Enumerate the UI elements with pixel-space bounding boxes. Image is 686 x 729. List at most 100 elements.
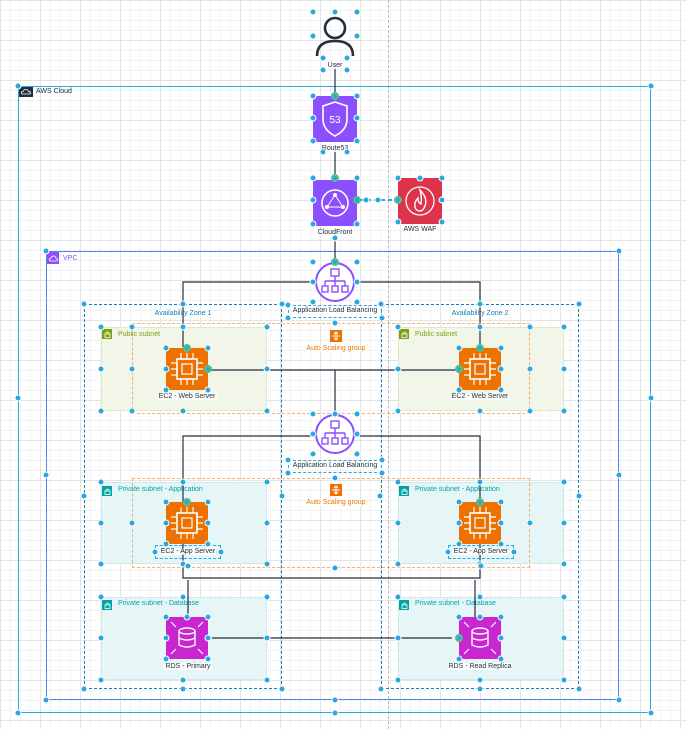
selection-handle[interactable] bbox=[374, 196, 382, 204]
selection-handle[interactable] bbox=[309, 430, 317, 438]
selection-handle[interactable] bbox=[353, 258, 361, 266]
selection-handle[interactable] bbox=[162, 613, 170, 621]
ec2-app-2-node[interactable] bbox=[459, 502, 501, 544]
selection-handle[interactable] bbox=[331, 8, 339, 16]
selection-handle[interactable] bbox=[560, 365, 568, 373]
selection-handle[interactable] bbox=[575, 492, 583, 500]
selection-handle[interactable] bbox=[560, 407, 568, 415]
selection-handle[interactable] bbox=[497, 613, 505, 621]
selection-handle[interactable] bbox=[394, 174, 402, 182]
selection-handle[interactable] bbox=[151, 548, 159, 556]
selection-handle[interactable] bbox=[353, 114, 361, 122]
selection-handle[interactable] bbox=[526, 407, 534, 415]
selection-handle[interactable] bbox=[444, 548, 452, 556]
selection-handle[interactable] bbox=[184, 562, 192, 570]
selection-handle[interactable] bbox=[331, 174, 339, 182]
selection-handle[interactable] bbox=[162, 344, 170, 352]
selection-handle[interactable] bbox=[647, 394, 655, 402]
selection-handle[interactable] bbox=[204, 519, 212, 527]
selection-handle[interactable] bbox=[476, 676, 484, 684]
selection-handle[interactable] bbox=[14, 82, 22, 90]
selection-handle[interactable] bbox=[353, 32, 361, 40]
selection-handle[interactable] bbox=[560, 560, 568, 568]
selection-handle[interactable] bbox=[476, 323, 484, 331]
selection-handle[interactable] bbox=[217, 548, 225, 556]
selection-handle[interactable] bbox=[615, 471, 623, 479]
selection-handle[interactable] bbox=[42, 471, 50, 479]
selection-handle[interactable] bbox=[331, 410, 339, 418]
selection-handle[interactable] bbox=[353, 278, 361, 286]
selection-handle[interactable] bbox=[394, 323, 402, 331]
selection-handle[interactable] bbox=[204, 613, 212, 621]
selection-handle[interactable] bbox=[331, 234, 339, 242]
selection-handle[interactable] bbox=[179, 323, 187, 331]
selection-handle[interactable] bbox=[80, 685, 88, 693]
selection-handle[interactable] bbox=[331, 709, 339, 717]
selection-handle[interactable] bbox=[560, 519, 568, 527]
selection-handle[interactable] bbox=[353, 298, 361, 306]
selection-handle[interactable] bbox=[162, 634, 170, 642]
selection-handle[interactable] bbox=[476, 593, 484, 601]
selection-handle[interactable] bbox=[309, 92, 317, 100]
user-node[interactable] bbox=[313, 12, 357, 58]
selection-handle[interactable] bbox=[179, 300, 187, 308]
selection-handle[interactable] bbox=[353, 92, 361, 100]
selection-handle[interactable] bbox=[343, 148, 351, 156]
selection-handle[interactable] bbox=[284, 301, 292, 309]
selection-handle[interactable] bbox=[497, 540, 505, 548]
selection-handle[interactable] bbox=[560, 634, 568, 642]
selection-handle[interactable] bbox=[476, 478, 484, 486]
selection-handle[interactable] bbox=[353, 430, 361, 438]
selection-handle[interactable] bbox=[128, 323, 136, 331]
selection-handle[interactable] bbox=[309, 196, 317, 204]
selection-handle[interactable] bbox=[204, 655, 212, 663]
selection-handle[interactable] bbox=[42, 696, 50, 704]
selection-handle[interactable] bbox=[183, 613, 191, 621]
selection-handle[interactable] bbox=[14, 709, 22, 717]
rds-primary-node[interactable] bbox=[166, 617, 208, 659]
selection-handle[interactable] bbox=[331, 564, 339, 572]
selection-handle[interactable] bbox=[560, 593, 568, 601]
selection-handle[interactable] bbox=[353, 174, 361, 182]
selection-handle[interactable] bbox=[455, 498, 463, 506]
selection-handle[interactable] bbox=[343, 54, 351, 62]
selection-handle[interactable] bbox=[331, 258, 339, 266]
selection-handle[interactable] bbox=[309, 174, 317, 182]
selection-handle[interactable] bbox=[455, 540, 463, 548]
selection-handle[interactable] bbox=[615, 247, 623, 255]
selection-handle[interactable] bbox=[278, 685, 286, 693]
selection-handle[interactable] bbox=[497, 634, 505, 642]
selection-handle[interactable] bbox=[455, 519, 463, 527]
selection-handle[interactable] bbox=[455, 386, 463, 394]
selection-handle[interactable] bbox=[278, 492, 286, 500]
selection-handle[interactable] bbox=[162, 655, 170, 663]
selection-handle[interactable] bbox=[97, 676, 105, 684]
selection-handle[interactable] bbox=[476, 685, 484, 693]
selection-handle[interactable] bbox=[309, 32, 317, 40]
selection-handle[interactable] bbox=[476, 613, 484, 621]
selection-handle[interactable] bbox=[319, 66, 327, 74]
waf-node[interactable] bbox=[398, 178, 442, 224]
selection-handle[interactable] bbox=[510, 548, 518, 556]
rds-replica-node[interactable] bbox=[459, 617, 501, 659]
selection-handle[interactable] bbox=[179, 478, 187, 486]
selection-handle[interactable] bbox=[319, 148, 327, 156]
selection-handle[interactable] bbox=[394, 676, 402, 684]
selection-handle[interactable] bbox=[263, 478, 271, 486]
selection-handle[interactable] bbox=[394, 407, 402, 415]
selection-handle[interactable] bbox=[263, 365, 271, 373]
selection-handle[interactable] bbox=[353, 220, 361, 228]
selection-handle[interactable] bbox=[97, 519, 105, 527]
selection-handle[interactable] bbox=[162, 498, 170, 506]
selection-handle[interactable] bbox=[353, 410, 361, 418]
selection-handle[interactable] bbox=[162, 519, 170, 527]
selection-handle[interactable] bbox=[394, 196, 402, 204]
alb-public-node[interactable] bbox=[313, 262, 357, 302]
selection-handle[interactable] bbox=[97, 407, 105, 415]
selection-handle[interactable] bbox=[97, 634, 105, 642]
selection-handle[interactable] bbox=[331, 319, 339, 327]
selection-handle[interactable] bbox=[179, 676, 187, 684]
selection-handle[interactable] bbox=[394, 478, 402, 486]
selection-handle[interactable] bbox=[319, 54, 327, 62]
selection-handle[interactable] bbox=[263, 634, 271, 642]
